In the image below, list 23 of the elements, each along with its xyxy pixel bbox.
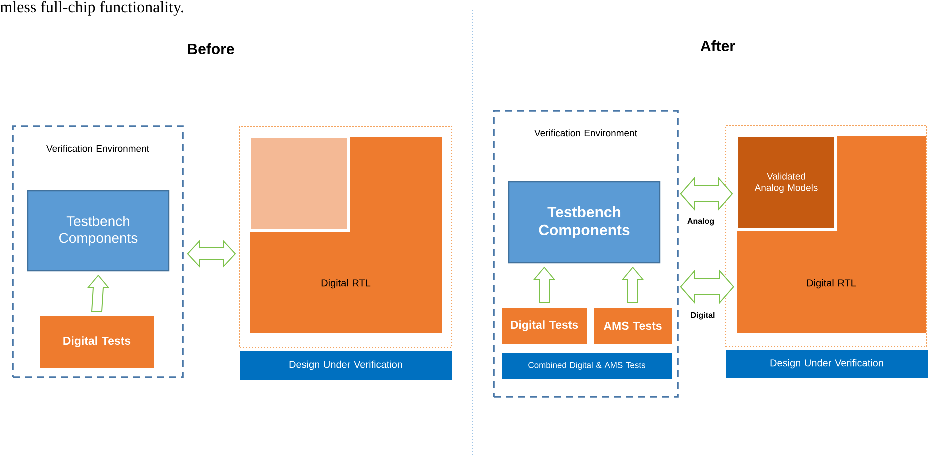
block-arrow: [680, 176, 734, 212]
cut-sentence: mless full-chip functionality.: [0, 1, 184, 16]
block-arrow: [187, 240, 236, 268]
panel-title: Before: [188, 44, 234, 54]
edge-label: Digital: [690, 311, 716, 321]
testbench-box: Testbench Components: [27, 190, 170, 272]
test-box: AMS Tests: [594, 308, 672, 344]
block-arrow: [622, 266, 644, 304]
edge-label: Analog: [686, 217, 716, 227]
empty-block: [248, 136, 350, 232]
dotted-frame: [240, 126, 452, 348]
panel-title: After: [700, 40, 736, 52]
block-arrow: [533, 266, 556, 304]
label-bar: Combined Digital & AMS Tests: [502, 353, 672, 379]
block-arrow: [87, 274, 110, 312]
block-arrow: [680, 270, 734, 304]
testbench-box: Testbench Components: [508, 181, 661, 264]
label-bar: Design Under Verification: [726, 350, 928, 378]
label-bar: Design Under Verification: [240, 351, 452, 380]
model-block: Validated Analog Models: [736, 134, 838, 232]
test-box: Digital Tests: [40, 316, 154, 368]
dotted-frame: [726, 126, 928, 348]
test-box: Digital Tests: [502, 308, 587, 344]
